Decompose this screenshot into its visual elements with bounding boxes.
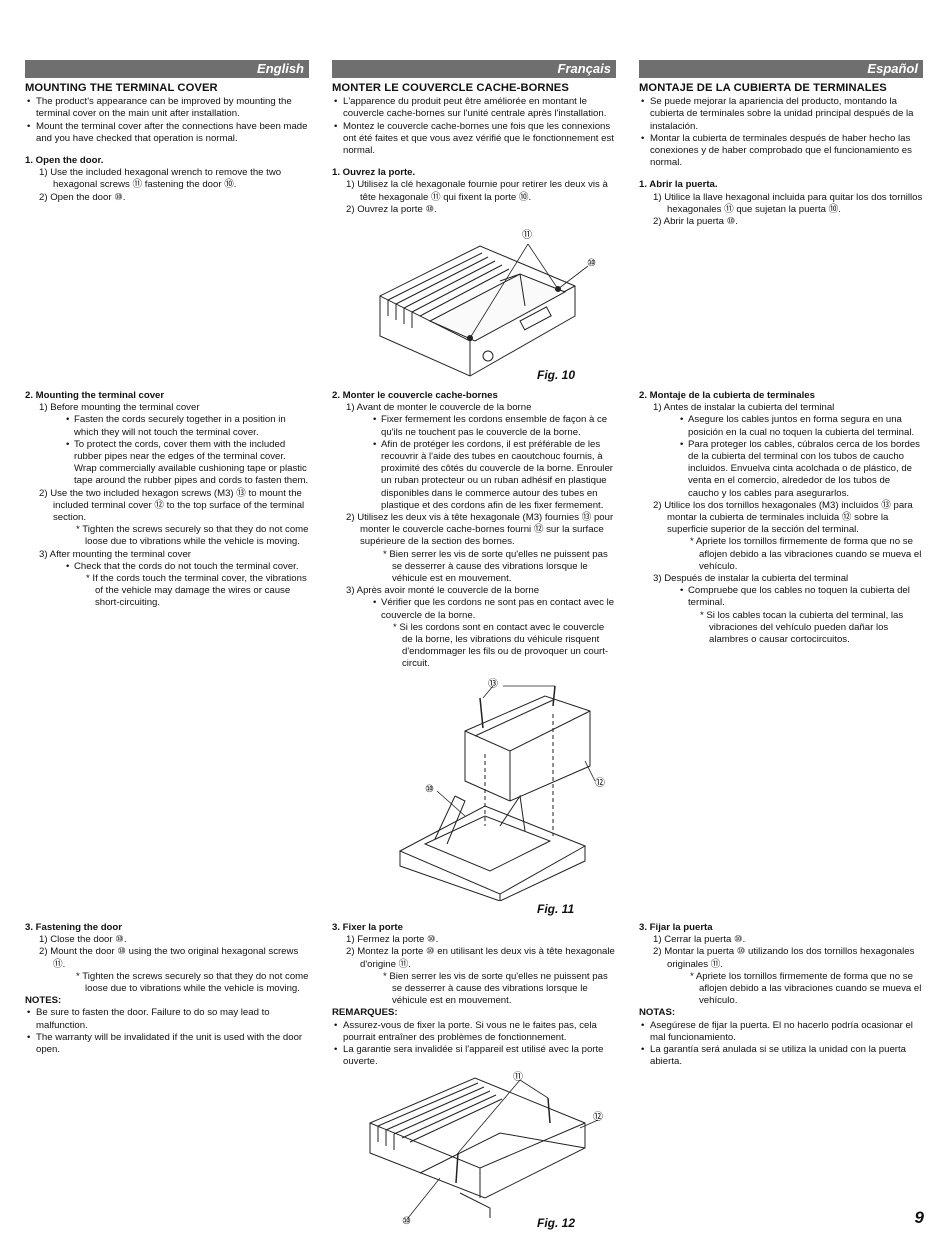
step-3-2-note: * Bien serrer les vis de sorte qu'elles … [383,970,608,1007]
step-2-3-note: * Si les cordons sont en contact avec le… [393,621,609,670]
step-2-2-note: * Bien serrer les vis de sorte qu'elles … [383,548,608,585]
step-1-title: 1. Abrir la puerta. [639,179,718,191]
step-3-title: 3. Fijar la puerta [639,922,713,933]
step-2-title: 2. Montaje de la cubierta de terminales [639,390,815,401]
step-2-1b: To protect the cords, cover them with th… [25,439,309,488]
callout-10-icon: ⑩ [587,258,596,269]
step-2-title: 2. Mounting the terminal cover [25,390,165,401]
figure-10-illustration: ⑪ ⑩ [379,229,596,377]
step-3-1: 1) Cerrar la puerta ⑩. [653,934,746,946]
step-1-1: 1) Utilice la llave hexagonal incluida p… [653,191,923,215]
step-3-2-note: * Tighten the screws securely so that th… [76,970,309,995]
intro-bullet-1: L'apparence du produit peut être amélior… [332,96,616,120]
note-1: Be sure to fasten the door. Failure to d… [25,1007,309,1031]
callout-12-icon: ⑫ [595,777,605,789]
note-2: La garantie sera invalidée si l'appareil… [332,1044,616,1068]
section-title-french: MONTER LE COUVERCLE CACHE-BORNES [332,82,569,94]
intro-bullet-2: Mount the terminal cover after the conne… [25,121,309,145]
step-2-1: 1) Antes de instalar la cubierta del ter… [653,402,835,414]
step-2-2: 2) Utilisez les deux vis à tête hexagona… [346,512,614,548]
step-1-2: 2) Abrir la puerta ⑩. [653,216,738,228]
french-column: Français MONTER LE COUVERCLE CACHE-BORNE… [332,60,616,216]
step-2-3a: Compruebe que los cables no toquen la cu… [639,585,923,609]
note-2: La garantía será anulada si se utiliza l… [639,1044,923,1068]
step-2-1: 1) Before mounting the terminal cover [39,402,200,414]
section-title-spanish: MONTAJE DE LA CUBIERTA DE TERMINALES [639,82,887,94]
step-3-title: 3. Fastening the door [25,922,123,933]
intro-bullet-2: Montez le couvercle cache-bornes une foi… [332,121,616,158]
spanish-column: Español MONTAJE DE LA CUBIERTA DE TERMIN… [639,60,923,228]
step-2-1a: Asegure los cables juntos en forma segur… [639,414,923,438]
step-3-2-note: * Apriete los tornillos firmemente de fo… [690,970,922,1007]
french-step-2: 2. Monter le couvercle cache-bornes 1) A… [332,390,616,671]
notes-title: NOTAS: [639,1007,676,1019]
step-2-2: 2) Use the two included hexagon screws (… [39,487,305,524]
callout-11-icon: ⑪ [513,1071,523,1083]
step-2-2-note: * Apriete los tornillos firmemente de fo… [690,536,922,572]
section-title-english: MOUNTING THE TERMINAL COVER [25,82,218,94]
step-3-1: 1) Fermez la porte ⑩. [346,934,439,946]
french-step-3: 3. Fixer la porte 1) Fermez la porte ⑩. … [332,922,616,1068]
language-header-french: Français [332,60,616,78]
step-2-3: 3) Después de instalar la cubierta del t… [653,573,849,585]
step-2-3: 3) After mounting the terminal cover [39,548,191,560]
english-step-2: 2. Mounting the terminal cover 1) Before… [25,390,309,610]
language-header-english: English [25,60,309,78]
step-1-title: 1. Ouvrez la porte. [332,167,416,179]
step-2-3a: Vérifier que les cordons ne sont pas en … [332,597,616,621]
step-1-title: 1. Open the door. [25,155,104,167]
step-1-1: 1) Use the included hexagonal wrench to … [39,167,282,191]
figure-12-caption: Fig. 12 [537,1216,576,1230]
step-2-2-note: * Tighten the screws securely so that th… [76,524,309,548]
spanish-step-3: 3. Fijar la puerta 1) Cerrar la puerta ⑩… [639,922,923,1068]
step-2-1: 1) Avant de monter le couvercle de la bo… [346,402,532,414]
callout-10-icon: ⑩ [425,784,434,795]
step-2-3a: Check that the cords do not touch the te… [25,561,309,573]
callout-11-icon: ⑪ [522,229,532,241]
intro-bullet-1: The product's appearance can be improved… [25,96,309,120]
step-1-2: 2) Ouvrez la porte ⑩. [346,203,437,215]
intro-bullet-2: Montar la cubierta de terminales después… [639,133,923,170]
step-2-1b: Para proteger los cables, cúbralos cerca… [639,439,923,500]
figure-11-illustration: ⑬ ⑫ ⑩ [398,678,605,901]
callout-10-icon: ⑩ [402,1216,411,1227]
step-2-1a: Fasten the cords securely together in a … [25,414,309,438]
callout-13-icon: ⑬ [488,678,498,690]
step-3-title: 3. Fixer la porte [332,922,403,933]
notes-title: NOTES: [25,995,62,1007]
step-2-3: 3) Après avoir monté le couvercle de la … [346,585,540,597]
step-1-1: 1) Utilisez la clé hexagonale fournie po… [346,179,608,203]
figure-10-caption: Fig. 10 [537,368,576,382]
step-2-3-note: * Si los cables tocan la cubierta del te… [700,609,904,646]
step-3-1: 1) Close the door ⑩. [39,934,127,946]
step-3-2: 2) Montez la porte ⑩ en utilisant les de… [346,946,615,970]
page-number: 9 [914,1208,924,1227]
step-3-2: 2) Montar la puerta ⑩ utilizando los dos… [653,946,915,970]
callout-12-icon: ⑫ [593,1111,603,1123]
step-2-3-note: * If the cords touch the terminal cover,… [86,573,307,609]
figure-11-caption: Fig. 11 [537,902,575,916]
figure-12-illustration: ⑪ ⑫ ⑩ [369,1071,603,1227]
step-2-1b: Afin de protéger les cordons, il est pré… [332,439,616,512]
step-2-title: 2. Monter le couvercle cache-bornes [332,390,498,401]
note-1: Assurez-vous de fixer la porte. Si vous … [332,1020,616,1044]
english-column: English MOUNTING THE TERMINAL COVER The … [25,60,309,204]
english-step-3: 3. Fastening the door 1) Close the door … [25,922,309,1056]
step-2-2: 2) Utilice los dos tornillos hexagonales… [653,499,913,536]
spanish-step-2: 2. Montaje de la cubierta de terminales … [639,390,923,646]
note-2: The warranty will be invalidated if the … [25,1032,309,1056]
step-2-1a: Fixer fermement les cordons ensemble de … [332,414,616,438]
step-1-2: 2) Open the door ⑩. [39,191,126,203]
language-header-spanish: Español [639,60,923,78]
intro-bullet-1: Se puede mejorar la apariencia del produ… [639,96,923,133]
note-1: Asegúrese de fijar la puerta. El no hace… [639,1020,923,1044]
step-3-2: 2) Mount the door ⑩ using the two origin… [39,946,299,970]
notes-title: REMARQUES: [332,1007,398,1019]
